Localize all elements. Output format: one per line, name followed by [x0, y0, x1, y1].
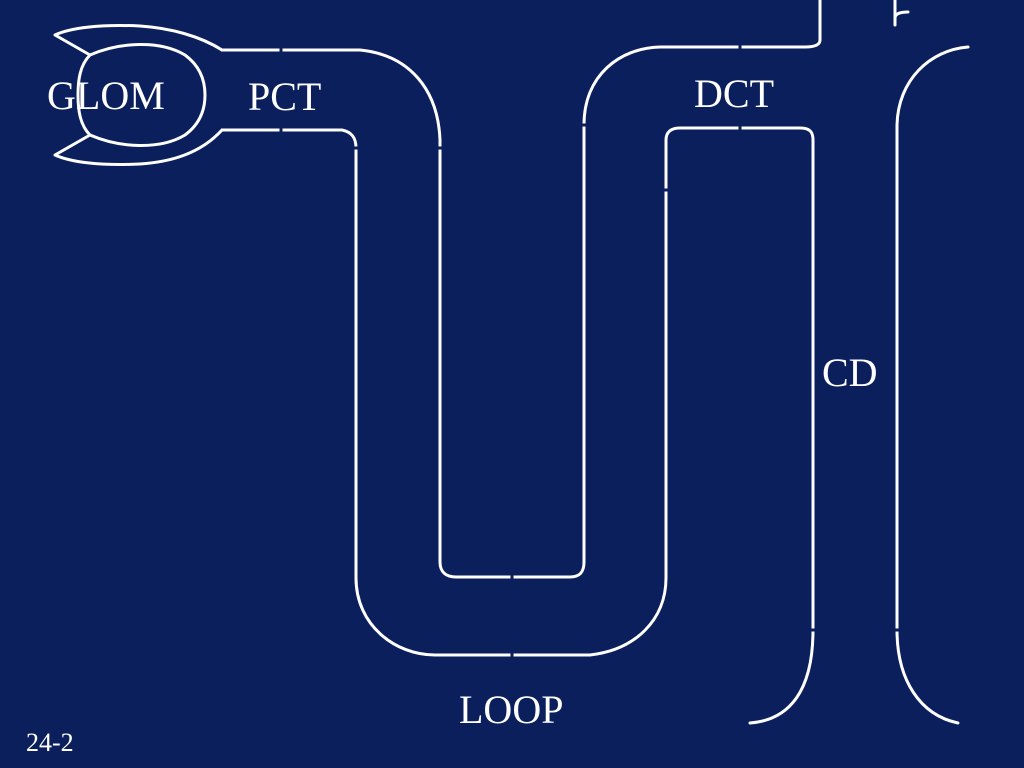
loop-outer-wall	[354, 138, 668, 657]
loop-inner-wall	[438, 123, 586, 579]
collecting-duct-left-wall	[895, 45, 970, 725]
collecting-duct-label: CD	[822, 350, 878, 395]
slide-number: 24-2	[26, 728, 74, 757]
glomerulus-label: GLOM	[47, 73, 165, 118]
glomerulus-inner-contour	[88, 43, 207, 147]
pct-label: PCT	[248, 74, 322, 119]
tube-segment-ticks	[279, 44, 900, 658]
glomerulus-capsule-outline	[53, 23, 224, 167]
dct-upper-wall	[582, 0, 822, 127]
pct-upper-wall	[220, 48, 442, 564]
collecting-duct-right-wall	[893, 0, 910, 27]
dct-lower-wall	[664, 126, 815, 725]
pct-lower-wall	[220, 128, 358, 580]
dct-label: DCT	[694, 71, 774, 116]
loop-label: LOOP	[459, 687, 564, 732]
